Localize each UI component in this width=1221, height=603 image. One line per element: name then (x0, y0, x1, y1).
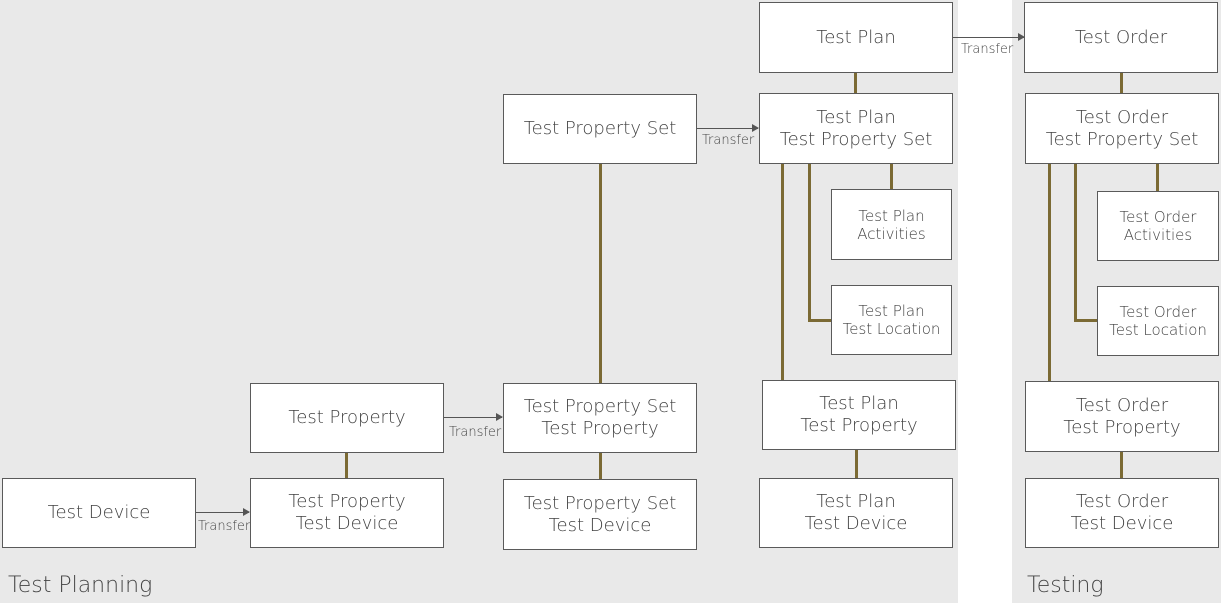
box-line: Test Property Set (1045, 128, 1199, 150)
box-line: Test Device (1070, 513, 1174, 534)
box-line: Test Device (548, 514, 652, 536)
connector-plan-ps-to-location-vertical (808, 163, 811, 322)
test-device-box: Test Device (2, 478, 196, 548)
connector-plan-ps-to-plan-property (781, 163, 784, 381)
test-order-activities-box: Test Order Activities (1097, 191, 1219, 261)
box-line: Test Plan (816, 106, 896, 128)
box-line: Test Plan (819, 393, 899, 415)
connector-order-property-to-order-device (1120, 451, 1123, 479)
box-line: Test Plan (816, 26, 896, 48)
test-plan-box: Test Plan (759, 2, 953, 73)
test-property-set-test-device-box: Test Property Set Test Device (503, 479, 697, 550)
box-line: Test Property Set (779, 128, 933, 150)
connector-plan-ps-to-activities (890, 163, 893, 190)
box-line: Test Order (1119, 303, 1197, 321)
transfer-arrow-property-set (697, 124, 759, 132)
box-line: Activities (857, 224, 926, 243)
test-plan-property-set-box: Test Plan Test Property Set (759, 93, 953, 164)
box-line: Test Plan (858, 302, 925, 320)
transfer-arrow-property (444, 413, 503, 421)
connector-order-to-order-ps (1120, 72, 1123, 94)
box-line: Test Order (1074, 26, 1168, 48)
connector-order-ps-to-location-vertical (1074, 163, 1077, 322)
test-order-device-box: Test Order Test Device (1025, 478, 1219, 548)
connector-tps-to-tps-property (599, 163, 602, 384)
box-line: Test Property (288, 491, 406, 513)
box-line: Test Location (1109, 321, 1207, 339)
transfer-label-device: Transfer (198, 519, 251, 534)
box-line: Test Device (804, 513, 908, 534)
test-order-property-box: Test Order Test Property (1025, 381, 1219, 452)
test-plan-device-box: Test Plan Test Device (759, 478, 953, 548)
connector-tps-property-to-tps-device (599, 452, 602, 480)
transfer-label-plan: Transfer (961, 42, 1014, 57)
test-property-box: Test Property (250, 383, 444, 453)
transfer-arrow-device (196, 508, 250, 516)
box-line: Activities (1123, 226, 1193, 244)
transfer-arrow-plan (953, 33, 1025, 41)
box-line: Test Order (1075, 491, 1169, 513)
test-plan-property-box: Test Plan Test Property (762, 380, 956, 450)
box-line: Test Property Set (523, 118, 677, 140)
box-line: Test Property Set (523, 492, 677, 514)
test-plan-activities-box: Test Plan Activities (831, 189, 952, 260)
test-plan-location-box: Test Plan Test Location (831, 285, 952, 355)
box-line: Test Order (1075, 106, 1169, 128)
connector-test-property-to-tp-device (345, 452, 348, 479)
box-line: Test Property (800, 415, 918, 436)
box-line: Test Order (1075, 394, 1169, 416)
box-line: Test Plan (816, 491, 896, 513)
box-line: Test Device (295, 513, 399, 534)
test-order-property-set-box: Test Order Test Property Set (1025, 93, 1219, 164)
box-line: Test Property (1063, 416, 1181, 438)
box-line: Test Property Set (523, 396, 677, 418)
test-property-set-box: Test Property Set (503, 94, 697, 164)
connector-order-ps-to-order-property (1048, 163, 1051, 382)
test-property-set-test-property-box: Test Property Set Test Property (503, 383, 697, 453)
connector-plan-to-plan-ps (854, 72, 857, 94)
test-property-test-device-box: Test Property Test Device (250, 478, 444, 548)
test-planning-label: Test Planning (8, 573, 153, 598)
box-line: Test Property (288, 407, 406, 429)
test-order-location-box: Test Order Test Location (1097, 286, 1219, 356)
box-line: Test Plan (858, 206, 925, 225)
test-order-box: Test Order (1024, 2, 1218, 73)
connector-plan-ps-to-location-horizontal (808, 319, 832, 322)
box-line: Test Order (1119, 208, 1197, 226)
box-line: Test Device (47, 502, 151, 524)
box-line: Test Location (842, 320, 941, 338)
connector-order-ps-to-location-horizontal (1074, 319, 1098, 322)
testing-label: Testing (1027, 573, 1104, 598)
transfer-label-property: Transfer (449, 425, 502, 440)
connector-plan-property-to-plan-device (855, 449, 858, 479)
box-line: Test Property (541, 418, 659, 439)
connector-order-ps-to-activities (1156, 163, 1159, 192)
transfer-label-property-set: Transfer (702, 133, 755, 148)
